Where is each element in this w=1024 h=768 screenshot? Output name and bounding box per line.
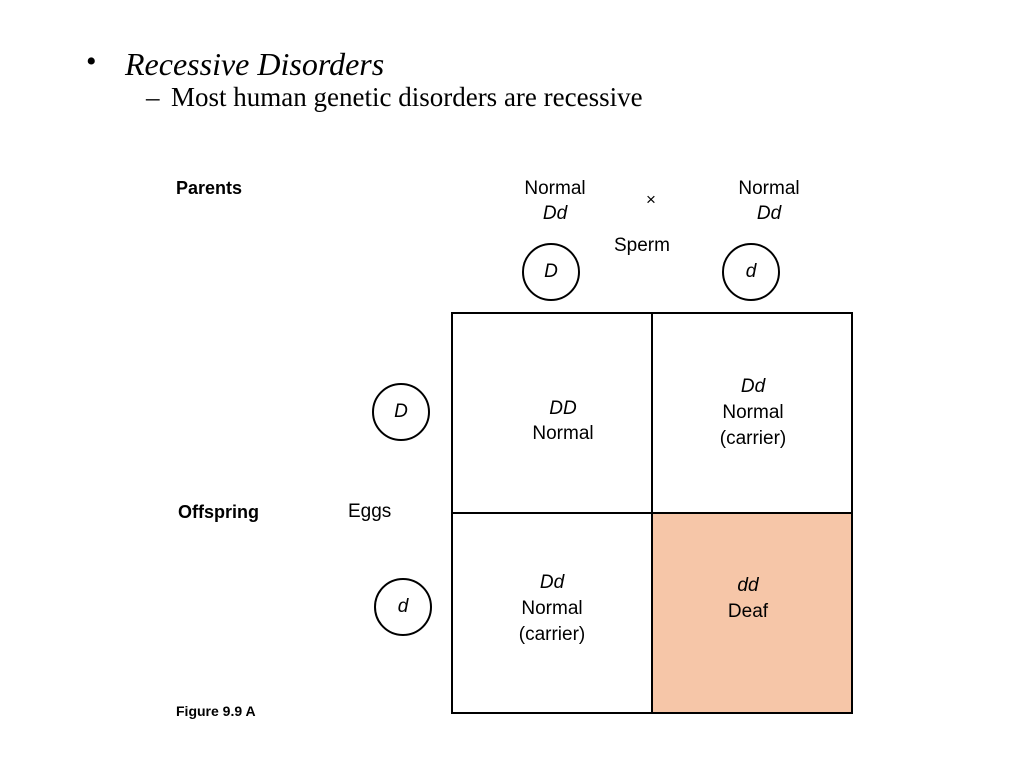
offspring-label: Offspring bbox=[178, 502, 259, 522]
sperm-allele-D: D bbox=[544, 261, 558, 282]
parent2-phenotype: Normal bbox=[738, 178, 800, 199]
cell-phenotype: Normal bbox=[521, 598, 583, 619]
parent2-genotype: Dd bbox=[756, 203, 782, 224]
punnett-cell-Dd-bottom: Dd Normal (carrier) bbox=[453, 514, 653, 714]
cell-phenotype: Deaf bbox=[727, 601, 769, 622]
cell-genotype: Dd bbox=[539, 572, 565, 593]
parents-label: Parents bbox=[176, 178, 243, 198]
cell-phenotype: Normal bbox=[532, 423, 594, 444]
punnett-cell-DD: DD Normal bbox=[453, 314, 653, 514]
bullet-marker: • bbox=[86, 45, 97, 78]
slide-subheading: Most human genetic disorders are recessi… bbox=[171, 82, 643, 112]
eggs-label: Eggs bbox=[348, 501, 392, 522]
parent1-phenotype: Normal bbox=[524, 178, 586, 199]
cell-carrier-note: (carrier) bbox=[719, 428, 787, 449]
cell-genotype: dd bbox=[737, 575, 759, 596]
egg-allele-D: D bbox=[394, 401, 408, 422]
punnett-square: DD Normal Dd Normal (carrier) Dd Normal … bbox=[451, 312, 853, 714]
sperm-allele-D-circle: D bbox=[522, 243, 580, 301]
parent1-genotype: Dd bbox=[542, 203, 568, 224]
slide-heading: Recessive Disorders bbox=[125, 46, 385, 82]
sperm-allele-d-circle: d bbox=[722, 243, 780, 301]
cross-symbol: × bbox=[646, 190, 656, 209]
cell-carrier-note: (carrier) bbox=[518, 624, 586, 645]
cell-genotype: Dd bbox=[740, 376, 766, 397]
cell-genotype: DD bbox=[549, 398, 577, 419]
sperm-label: Sperm bbox=[614, 235, 670, 256]
sperm-allele-d: d bbox=[745, 261, 757, 282]
punnett-cell-dd: dd Deaf bbox=[653, 514, 851, 712]
egg-allele-D-circle: D bbox=[372, 383, 430, 441]
cell-phenotype: Normal bbox=[722, 402, 784, 423]
figure-label: Figure 9.9 A bbox=[176, 703, 256, 719]
punnett-cell-Dd-top: Dd Normal (carrier) bbox=[653, 314, 853, 514]
egg-allele-d: d bbox=[397, 596, 409, 617]
sub-bullet-dash: – bbox=[146, 82, 160, 112]
egg-allele-d-circle: d bbox=[374, 578, 432, 636]
